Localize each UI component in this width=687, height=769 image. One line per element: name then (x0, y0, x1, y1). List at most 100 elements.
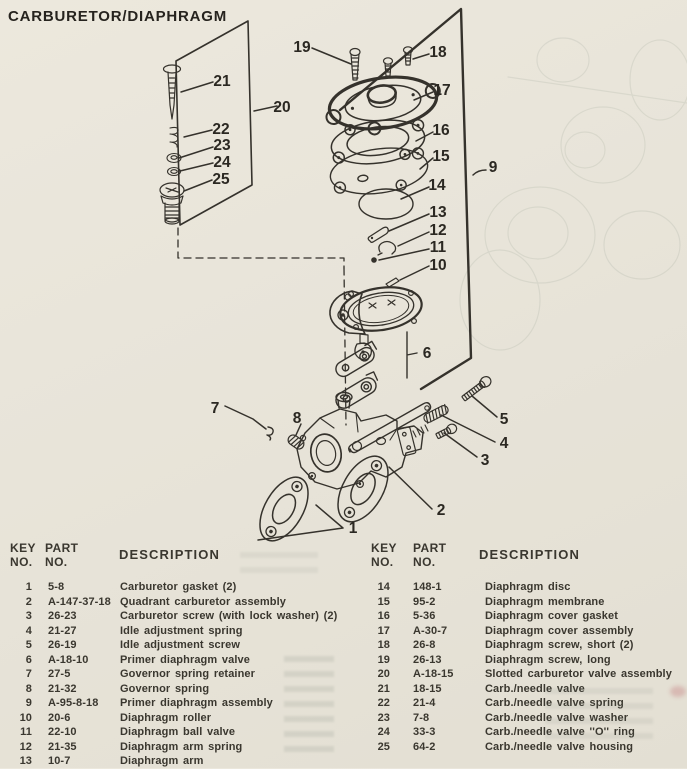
key-cell: 21 (377, 682, 390, 695)
part-6-primer-valve-plates (335, 340, 379, 409)
part-3-carburetor-screw (435, 423, 458, 440)
part-cell: A-18-15 (413, 668, 454, 680)
callout-leader-lines (178, 47, 498, 541)
key-cell: 9 (25, 697, 32, 709)
key-cell: 18 (377, 639, 390, 651)
dashed-alignment-lines (177, 227, 347, 426)
key-cell: 7 (25, 668, 32, 680)
key-cell: 4 (25, 624, 32, 637)
callout-15: 15 (432, 148, 450, 165)
description-cell: Slotted carburetor valve assembly (485, 668, 672, 680)
key-cell: 23 (377, 711, 390, 724)
key-cell: 12 (19, 740, 32, 753)
key-cell: 13 (19, 755, 32, 767)
description-cell: Diaphragm cover assembly (485, 624, 634, 637)
part-cell: 21-35 (48, 740, 77, 753)
callout-16: 16 (432, 122, 450, 139)
part-cell: 26-8 (413, 639, 436, 651)
callout-1: 1 (349, 520, 358, 537)
part-11-ball-valve (371, 257, 377, 263)
part-cell: 10-7 (48, 755, 71, 767)
part-cell: 26-19 (48, 639, 77, 651)
description-cell: Diaphragm membrane (485, 595, 605, 608)
table-row: 16 5-36 Diaphragm cover gasket (366, 609, 687, 624)
part-cell: 20-6 (48, 711, 71, 724)
key-cell: 22 (377, 697, 390, 709)
description-header: DESCRIPTION (119, 547, 220, 562)
table-header: KEY NO. PART NO. DESCRIPTION (366, 541, 687, 570)
callout-9: 9 (489, 159, 498, 176)
description-cell: Diaphragm cover gasket (485, 610, 618, 622)
callout-10: 10 (429, 257, 446, 274)
description-header: DESCRIPTION (479, 547, 580, 562)
bracket-9 (338, 7, 473, 391)
key-cell: 25 (377, 740, 390, 753)
callout-labels: 1234567891011121314151617181920212223242… (211, 39, 509, 537)
callout-8: 8 (293, 410, 302, 427)
part-13-diaphragm-arm (367, 226, 389, 243)
part-18-short-screw-a (402, 46, 414, 66)
description-cell: Carb./needle valve housing (485, 740, 634, 753)
part-cell: 21-32 (48, 682, 77, 695)
table-row: 13 10-7 Diaphragm arm (8, 754, 364, 769)
key-cell: 5 (25, 639, 32, 651)
part-15-membrane (329, 147, 429, 195)
description-cell: Diaphragm arm (120, 755, 204, 767)
callout-21: 21 (213, 73, 231, 90)
key-cell: 11 (20, 726, 32, 738)
key-cell: 16 (377, 610, 390, 622)
part-cell: 95-2 (413, 595, 436, 608)
description-cell: Diaphragm disc (485, 581, 571, 593)
description-cell: Primer diaphragm valve (120, 653, 250, 666)
callout-2: 2 (437, 502, 446, 519)
callout-4: 4 (500, 435, 509, 452)
table-header: KEY NO. PART NO. DESCRIPTION (8, 541, 364, 570)
part-2-carburetor-body (296, 391, 432, 490)
part-8-governor-spring (287, 434, 305, 450)
description-cell: Quadrant carburetor assembly (120, 595, 286, 608)
description-cell: Diaphragm ball valve (120, 726, 236, 738)
callout-19: 19 (293, 39, 311, 56)
bleed-through-text-strip (240, 552, 318, 576)
part-4-idle-adjustment-spring (423, 403, 449, 424)
part-cell: A-30-7 (413, 624, 448, 637)
description-cell: Carburetor screw (with lock washer) (2) (120, 610, 338, 622)
callout-22: 22 (212, 121, 229, 138)
callout-13: 13 (429, 204, 447, 221)
part-cell: A-95-8-18 (48, 697, 99, 709)
part-22-valve-spring (169, 126, 179, 148)
scan-smudge (670, 686, 686, 697)
key-cell: 10 (19, 711, 32, 724)
table-row: 17 A-30-7 Diaphragm cover assembly (366, 624, 687, 639)
callout-14: 14 (428, 177, 446, 194)
part-cell: 26-13 (413, 653, 442, 666)
key-cell: 17 (377, 624, 390, 637)
description-cell: Diaphragm roller (120, 711, 212, 724)
callout-6: 6 (423, 345, 432, 362)
description-cell: Carb./needle valve ''O'' ring (485, 726, 635, 738)
part-12-arm-spring (377, 240, 397, 256)
part-cell: 5-36 (413, 610, 436, 622)
table-row: 10 20-6 Diaphragm roller (8, 711, 364, 726)
part-cell: 21-27 (48, 624, 77, 637)
key-cell: 24 (377, 726, 390, 738)
